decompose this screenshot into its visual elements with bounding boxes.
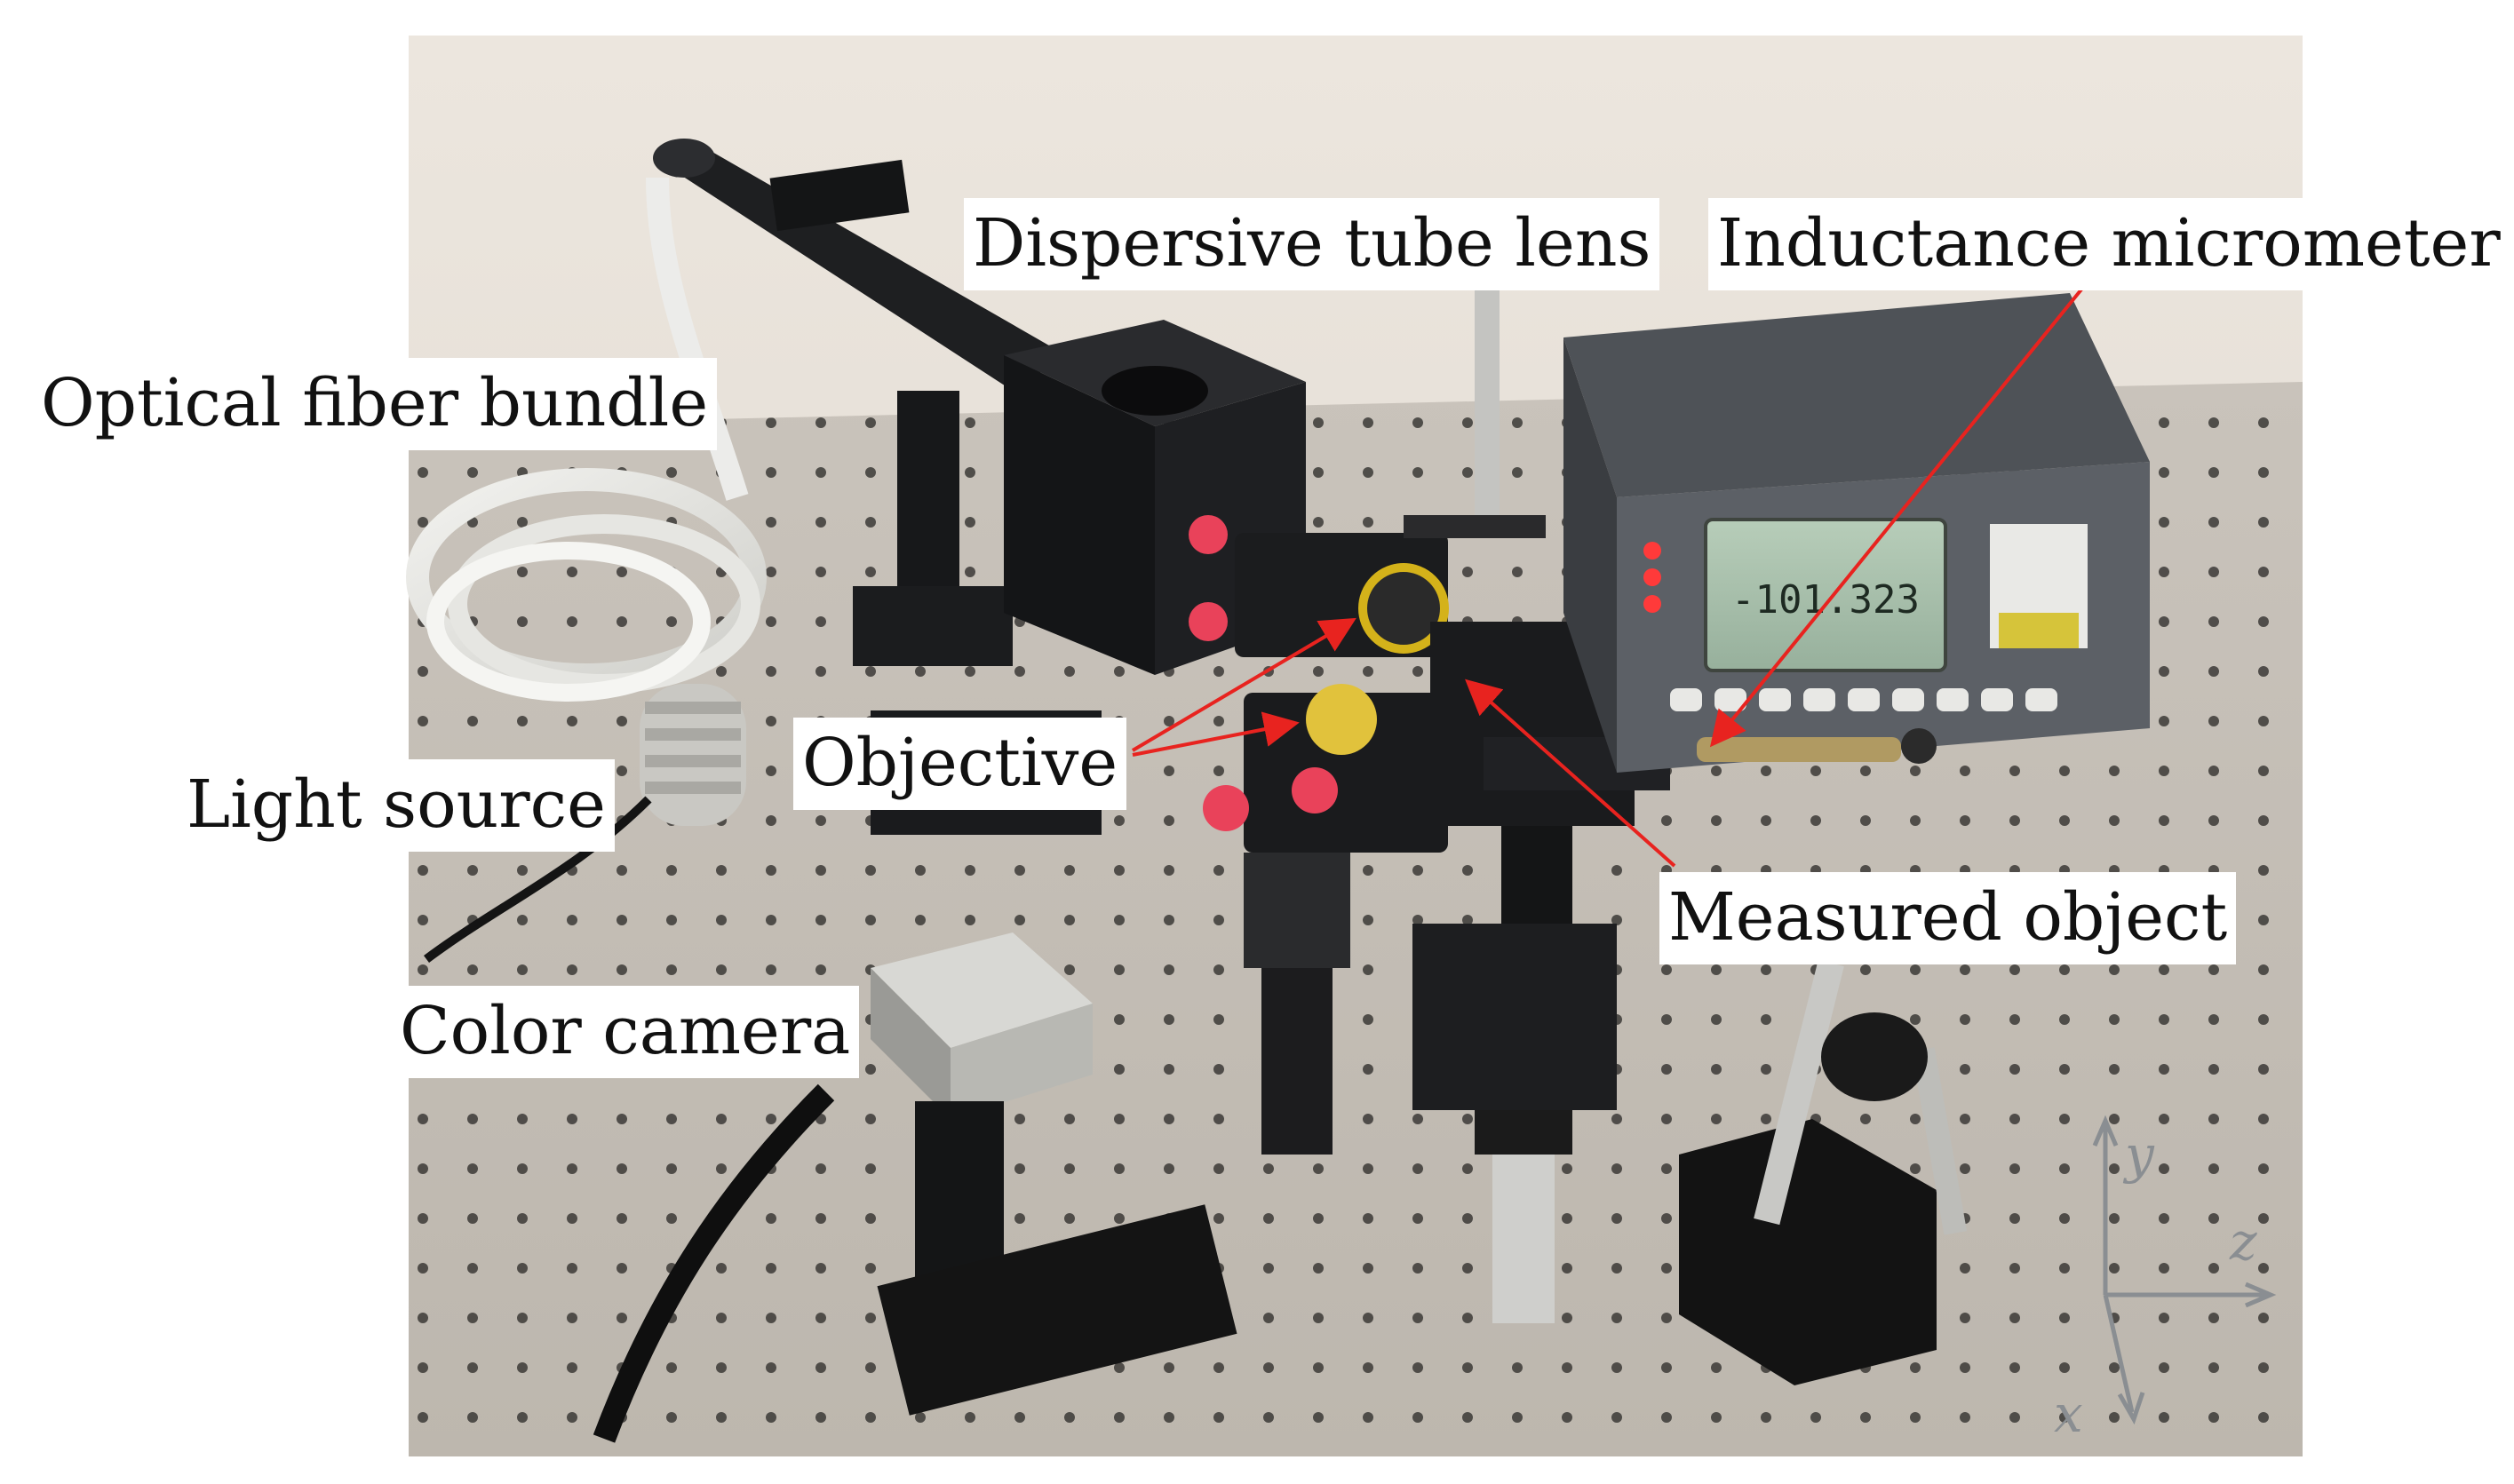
label-inductance-micrometer: Inductance micrometer bbox=[1708, 198, 2510, 290]
micrometer-display-reading: -101.323 bbox=[1731, 577, 1920, 623]
label-color-camera: Color camera bbox=[391, 986, 860, 1078]
measured-object-stage bbox=[1404, 213, 1670, 1323]
arrow-to-micrometer-probe bbox=[1709, 269, 2098, 748]
label-optical-fiber-bundle: Optical fiber bundle bbox=[32, 358, 718, 450]
magnetic-stand bbox=[1679, 959, 1968, 1385]
inductance-micrometer: -101.323 bbox=[1563, 293, 2150, 773]
coordinate-axes bbox=[2092, 1115, 2277, 1425]
label-dispersive-tube-lens: Dispersive tube lens bbox=[964, 198, 1660, 290]
axis-label-y: y bbox=[2122, 1124, 2155, 1185]
arrow-to-objective-upper bbox=[1131, 617, 1356, 752]
color-camera bbox=[593, 932, 1237, 1443]
label-measured-object: Measured object bbox=[1659, 872, 2237, 964]
arrow-to-objective-lower bbox=[1132, 711, 1300, 757]
label-objective: Objective bbox=[793, 718, 1127, 810]
axis-label-z: z bbox=[2229, 1211, 2257, 1272]
axis-label-x: x bbox=[2054, 1384, 2083, 1444]
callout-arrows bbox=[1131, 269, 2098, 868]
optical-fiber-bundle bbox=[406, 177, 767, 702]
label-light-source: Light source bbox=[178, 759, 615, 852]
arrow-to-measured-object bbox=[1465, 679, 1676, 868]
light-source bbox=[424, 684, 746, 964]
